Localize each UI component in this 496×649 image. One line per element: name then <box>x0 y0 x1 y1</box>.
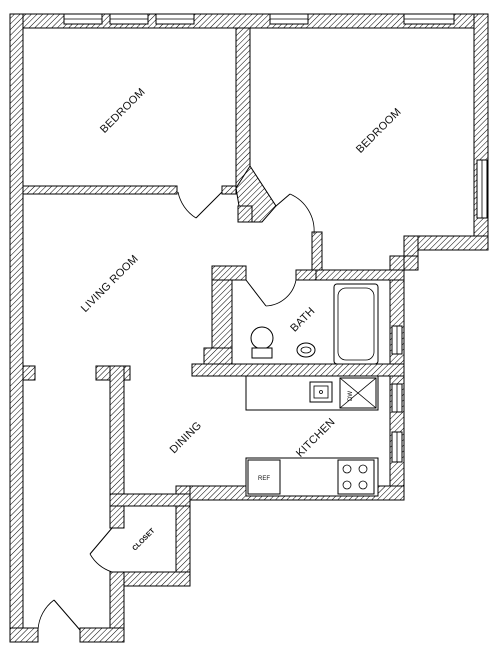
label-dining: DINING <box>168 420 205 457</box>
label-refrigerator: REF <box>258 476 270 482</box>
bath-fixtures <box>250 283 379 365</box>
label-kitchen: KITCHEN <box>294 416 338 460</box>
label-dishwasher: DW <box>348 391 354 401</box>
label-bedroom-right: BEDROOM <box>354 106 404 156</box>
label-closet: CLOSET <box>131 527 157 553</box>
doors <box>37 191 315 631</box>
windows <box>63 13 488 463</box>
interior-walls <box>22 27 405 529</box>
label-bath: BATH <box>288 305 317 334</box>
label-living-room: LIVING ROOM <box>79 253 141 315</box>
kitchen-fixtures <box>245 375 379 497</box>
label-bedroom-left: BEDROOM <box>98 86 148 136</box>
